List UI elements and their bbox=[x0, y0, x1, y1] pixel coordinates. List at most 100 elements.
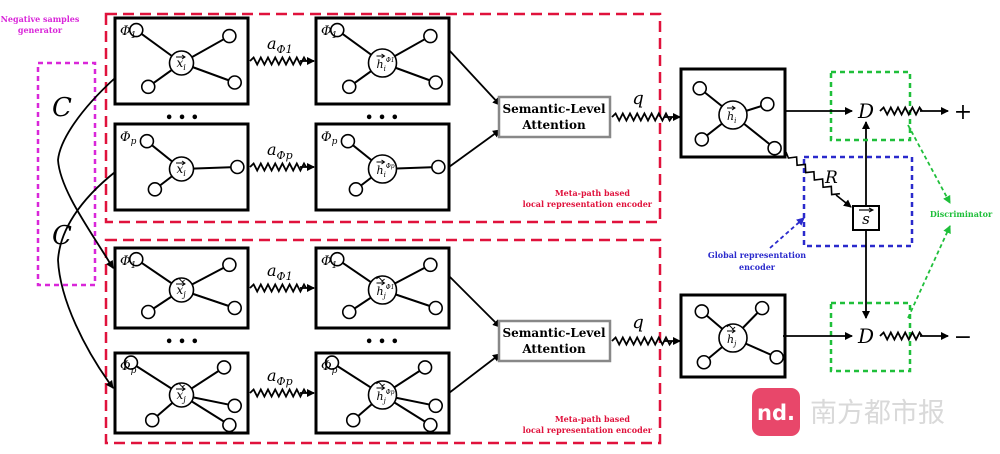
neighbor-node bbox=[324, 355, 340, 370]
metapath-attention-zigzag bbox=[249, 282, 307, 294]
semantic-attention-box-negative bbox=[497, 319, 612, 363]
neighbor-node bbox=[123, 355, 139, 370]
arrow-to-attention-2b bbox=[448, 353, 501, 394]
readout-R-label: R bbox=[824, 168, 838, 188]
D-label-positive: D bbox=[857, 99, 874, 123]
vector-arrow-head bbox=[731, 105, 736, 111]
discriminator-box-positive bbox=[829, 70, 912, 142]
neighbor-node bbox=[216, 360, 232, 375]
tilde-mark bbox=[376, 277, 385, 281]
center-node-label: xi bbox=[177, 162, 187, 178]
arrow-to-attention-1a bbox=[448, 49, 501, 106]
neighbor-node bbox=[147, 182, 163, 197]
neighbor-node bbox=[329, 22, 345, 38]
metapath-attention-zigzag bbox=[249, 387, 307, 399]
neighbor-node bbox=[428, 300, 444, 316]
semantic-attention-line1: Semantic-Level bbox=[502, 102, 606, 116]
neighbor-node bbox=[348, 182, 364, 197]
ellipsis-1: • • • bbox=[165, 111, 199, 126]
watermark: nd. 南方都市报 bbox=[752, 388, 945, 436]
neighbor-node bbox=[754, 300, 770, 316]
center-node bbox=[367, 380, 398, 410]
neighbor-node bbox=[227, 75, 242, 90]
tilde-mark bbox=[726, 325, 736, 329]
center-node bbox=[168, 156, 195, 182]
tilde-mark bbox=[176, 383, 185, 387]
corruption-arrow-2 bbox=[57, 171, 116, 389]
summary-vector-label: s bbox=[862, 210, 870, 228]
vector-arrow-head bbox=[181, 160, 186, 166]
vector-arrow-head bbox=[381, 385, 386, 391]
corruption-symbol-2: C bbox=[52, 221, 72, 251]
neighbor-node bbox=[417, 360, 433, 375]
neighbor-node bbox=[423, 417, 438, 433]
metapath-attention-label: aΦp bbox=[267, 366, 293, 388]
neighbor-node bbox=[423, 257, 438, 273]
positive-sign: + bbox=[954, 100, 972, 125]
negative-samples-label-line1: Negative samples bbox=[1, 14, 80, 24]
corruption-arrow-1 bbox=[57, 77, 116, 269]
center-node bbox=[367, 48, 398, 78]
ellipsis-3: • • • bbox=[165, 335, 199, 350]
vector-arrow-head bbox=[181, 54, 186, 60]
tilde-mark bbox=[176, 278, 185, 282]
q-zigzag-positive bbox=[611, 111, 673, 123]
ellipsis-2: • • • bbox=[365, 111, 399, 126]
neighbor-node bbox=[428, 398, 444, 414]
neighbor-node bbox=[423, 28, 438, 44]
neighbor-node bbox=[227, 398, 242, 414]
local-encoder-label-line1: Meta-path based bbox=[555, 188, 631, 198]
center-node bbox=[367, 154, 398, 184]
local-encoder-label-neg-line2: local representation encoder bbox=[523, 425, 653, 435]
semantic-attention-neg-line1: Semantic-Level bbox=[502, 326, 606, 340]
neighbor-node bbox=[140, 79, 156, 95]
vector-arrow-head bbox=[381, 53, 386, 59]
neighbor-node bbox=[428, 75, 444, 90]
vector-arrow-head bbox=[381, 159, 386, 165]
neighbor-node bbox=[222, 257, 237, 273]
q-label-positive: q bbox=[632, 88, 644, 109]
neighbor-node bbox=[694, 132, 710, 147]
D-output-zigzag-negative bbox=[879, 330, 923, 342]
tilde-mark bbox=[376, 382, 385, 386]
metapath-attention-label: aΦ1 bbox=[267, 261, 293, 283]
center-node bbox=[168, 50, 195, 76]
vector-arrow-head bbox=[381, 280, 386, 286]
final-embedding-negative: hj bbox=[679, 293, 787, 379]
vector-arrow-head bbox=[181, 281, 186, 287]
vector-arrow-head bbox=[181, 386, 186, 392]
metapath-graphs: xiΦ1hiΦ1Φ1aΦ1xiΦphiΦpΦpaΦpxjΦ1hjΦ1Φ1aΦ1x… bbox=[113, 16, 451, 435]
watermark-logo-box bbox=[752, 388, 800, 436]
watermark-text: 南方都市报 bbox=[810, 398, 945, 429]
local-encoder-label-neg-line1: Meta-path based bbox=[555, 414, 631, 424]
semantic-attention-line2: Attention bbox=[521, 118, 586, 132]
negative-sign: − bbox=[954, 325, 972, 350]
neighbor-node bbox=[140, 304, 156, 320]
neighbor-node bbox=[340, 133, 356, 149]
neighbor-node bbox=[128, 251, 144, 267]
readout-arrow-head bbox=[835, 194, 852, 208]
negative-samples-generator-box bbox=[36, 61, 97, 287]
neighbor-node bbox=[345, 412, 361, 428]
D-output-zigzag-positive bbox=[879, 105, 923, 117]
neighbor-node bbox=[694, 304, 710, 319]
center-node bbox=[168, 277, 195, 303]
neighbor-node bbox=[128, 22, 144, 38]
readout-zigzag bbox=[785, 151, 840, 196]
center-node bbox=[718, 323, 748, 353]
neighbor-node bbox=[696, 354, 712, 370]
center-node-label: hi bbox=[727, 110, 736, 125]
global-encoder-pointer bbox=[769, 217, 805, 249]
discriminator-label: Discriminator bbox=[930, 209, 993, 219]
discriminator-pointer-down bbox=[907, 225, 951, 319]
arrow-to-attention-1b bbox=[448, 129, 501, 168]
center-node bbox=[367, 275, 398, 305]
